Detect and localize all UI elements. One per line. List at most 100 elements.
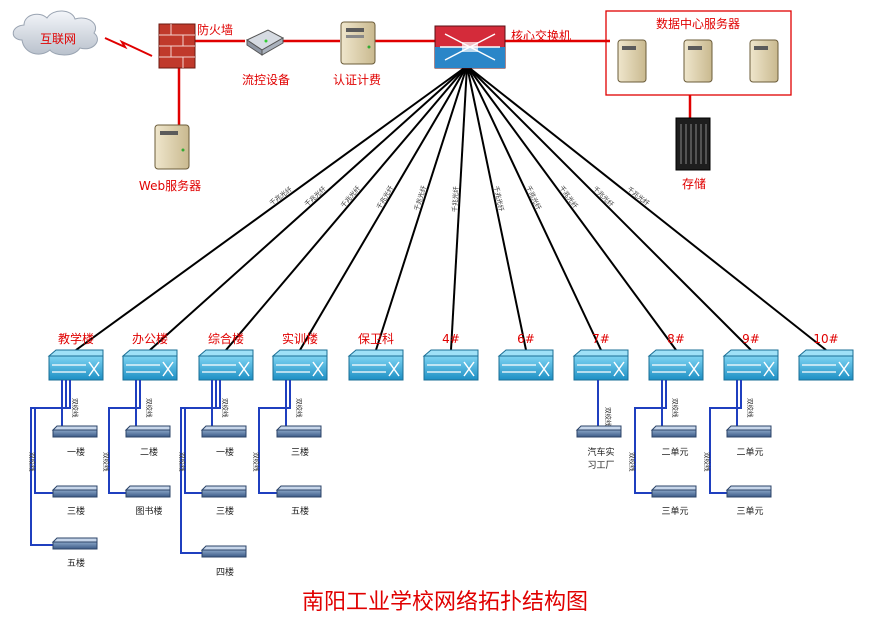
cable-label: 双绞线 [252, 452, 261, 472]
fiber-label: 千兆光纤 [591, 184, 616, 209]
internet-link [104, 37, 153, 57]
building-label: 9# [742, 332, 760, 346]
core-switch-label: 核心交换机 [511, 28, 571, 43]
access-switch-icon [51, 537, 98, 550]
flow-control-label: 流控设备 [242, 73, 290, 87]
fiber-label: 千兆光纤 [524, 184, 543, 212]
building-switch-icon [197, 349, 254, 381]
fiber-label: 千兆光纤 [450, 185, 460, 212]
cable-label: 双绞线 [28, 452, 37, 472]
access-switch-icon [200, 425, 247, 438]
flow-control-icon [245, 29, 285, 56]
access-layer: 双绞线双绞线一楼三楼五楼双绞线双绞线二楼图书楼双绞线双绞线一楼三楼四楼双绞线双绞… [28, 380, 772, 578]
diagram-title: 南阳工业学校网络拓扑结构图 [302, 590, 588, 615]
cable-label: 双绞线 [703, 452, 712, 472]
access-switch-icon [725, 425, 772, 438]
access-switch-icon [124, 485, 171, 498]
floor-label: 五楼 [67, 557, 85, 569]
building-label: 综合楼 [208, 331, 244, 346]
building-label: 实训楼 [282, 331, 318, 346]
floor-label: 一楼 [216, 446, 234, 458]
web-server-icon [154, 124, 190, 170]
access-switch-icon [275, 425, 322, 438]
building-switch-icon [271, 349, 328, 381]
web-server-label: Web服务器 [139, 178, 201, 193]
datacenter-box [605, 10, 792, 96]
fiber-label: 千兆光纤 [558, 184, 581, 211]
cable-label: 双绞线 [671, 398, 680, 418]
storage-icon [675, 117, 711, 171]
fiber-line [75, 65, 468, 351]
building-switch-icon [347, 349, 404, 381]
fiber-label: 千兆光纤 [412, 184, 429, 212]
fiber-line [466, 65, 602, 351]
building-switch-icon [572, 349, 629, 381]
cable-label: 双绞线 [628, 452, 637, 472]
building-switch-icon [647, 349, 704, 381]
floor-label: 三单元 [736, 505, 763, 517]
fiber-label: 千兆光纤 [302, 184, 328, 208]
internet-label: 互联网 [40, 32, 76, 46]
floor-label: 图书楼 [135, 505, 162, 517]
core-switch-icon [434, 25, 506, 69]
building-label: 6# [517, 332, 535, 346]
building-label: 保卫科 [358, 332, 394, 346]
firewall-icon [158, 23, 196, 69]
auth-server-icon [340, 21, 376, 65]
cable-label: 双绞线 [604, 407, 613, 427]
auth-billing-label: 认证计费 [333, 73, 381, 87]
internet-cloud-icon [12, 10, 98, 56]
cable-label: 双绞线 [295, 398, 304, 418]
access-switch-icon [650, 485, 697, 498]
fiber-line [466, 65, 827, 351]
fiber-line [149, 65, 468, 351]
building-label: 10# [813, 332, 838, 346]
building-switch-icon [497, 349, 554, 381]
floor-label: 汽车实 [587, 446, 614, 458]
cable-label: 双绞线 [746, 398, 755, 418]
fiber-line [466, 65, 527, 351]
floor-label: 二单元 [661, 446, 688, 458]
floor-label: 五楼 [291, 505, 309, 517]
access-switch-icon [725, 485, 772, 498]
fiber-line [375, 65, 468, 351]
building-label: 8# [667, 332, 685, 346]
floor-label: 四楼 [216, 566, 234, 578]
fiber-line [466, 65, 677, 351]
access-switch-icon [200, 485, 247, 498]
building-switches: 教学楼 办公楼 综合楼 实训楼 保卫科 4# 6# 7# 8# 9# 10# [47, 331, 854, 381]
access-switch-icon [124, 425, 171, 438]
fiber-line [450, 65, 468, 351]
building-switch-icon [797, 349, 854, 381]
datacenter-label: 数据中心服务器 [656, 16, 740, 31]
fiber-label: 千兆光纤 [626, 184, 652, 207]
storage-label: 存储 [682, 176, 706, 191]
building-switch-icon [47, 349, 104, 381]
fiber-line [466, 65, 752, 351]
cable-label: 双绞线 [145, 398, 154, 418]
building-switch-icon [422, 349, 479, 381]
uplink-lines [177, 39, 692, 125]
floor-label: 三单元 [661, 505, 688, 517]
floor-label: 二单元 [736, 446, 763, 458]
fiber-line [225, 65, 468, 351]
floor-label: 一楼 [67, 446, 85, 458]
firewall-label: 防火墙 [197, 22, 233, 37]
access-switch-icon [200, 545, 247, 558]
datacenter-server-icon [617, 39, 779, 83]
fiber-line [299, 65, 468, 351]
building-label: 7# [592, 332, 610, 346]
access-switch-icon [650, 425, 697, 438]
fiber-label: 千兆光纤 [338, 183, 362, 209]
floor-label: 二楼 [140, 446, 158, 458]
fiber-fan-lines: 千兆光纤千兆光纤千兆光纤千兆光纤千兆光纤千兆光纤千兆光纤千兆光纤千兆光纤千兆光纤… [75, 65, 827, 351]
building-label: 办公楼 [132, 331, 168, 346]
access-switch-icon [275, 485, 322, 498]
building-label: 4# [442, 332, 460, 346]
building-label: 教学楼 [58, 331, 94, 346]
floor-label: 三楼 [291, 446, 309, 458]
access-switch-icon [51, 425, 98, 438]
cable-label: 双绞线 [71, 398, 80, 418]
cable-label: 双绞线 [221, 398, 230, 418]
